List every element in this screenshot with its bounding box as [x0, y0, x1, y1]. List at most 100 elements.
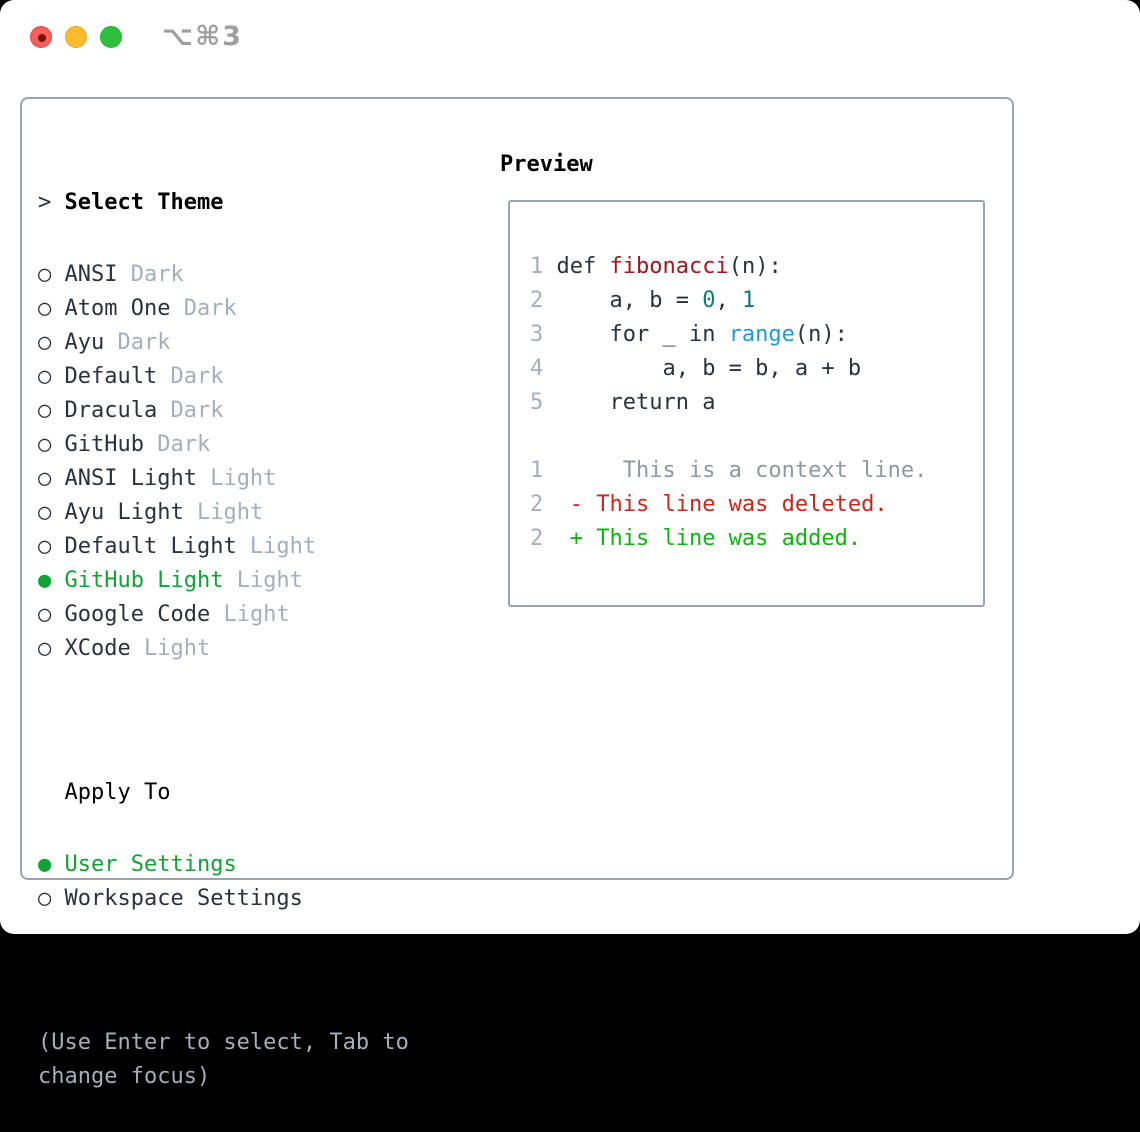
apply-to-option-label: User Settings: [64, 852, 237, 877]
theme-variant-tag: Light: [130, 636, 211, 661]
line-number: 5: [530, 390, 544, 415]
radio-icon: ○: [38, 466, 65, 491]
apply-to-header-label: Apply To: [64, 780, 171, 805]
code-line: 5 return a: [530, 386, 983, 420]
zoom-button-icon[interactable]: [100, 26, 122, 48]
code-token: fibonacci: [609, 254, 729, 279]
select-theme-header: > Select Theme: [38, 186, 409, 220]
radio-icon: ○: [38, 432, 65, 457]
keyboard-hint: (Use Enter to select, Tab to change focu…: [38, 1030, 409, 1089]
theme-list-column: > Select Theme ○ ANSI Dark○ Atom One Dar…: [38, 148, 409, 1132]
theme-variant-tag: Dark: [143, 432, 211, 457]
radio-icon: ○: [38, 262, 65, 287]
line-number: 2: [530, 492, 544, 517]
code-token: for _ in: [543, 322, 729, 347]
code-token: 0: [702, 288, 716, 313]
line-number: 1: [530, 458, 544, 483]
line-number: 1: [530, 254, 544, 279]
theme-variant-tag: Dark: [104, 330, 171, 355]
apply-to-option-label: Workspace Settings: [64, 886, 303, 911]
theme-variant-tag: Dark: [157, 364, 224, 389]
theme-option-github-light[interactable]: ● GitHub Light Light: [38, 564, 409, 598]
theme-option-ansi[interactable]: ○ ANSI Dark: [38, 258, 409, 292]
code-token: - This line was deleted.: [543, 492, 888, 517]
theme-option-ansi-light[interactable]: ○ ANSI Light Light: [38, 462, 409, 496]
app-window: ⌥⌘3 > Select Theme ○ ANSI Dark○ Atom One…: [0, 0, 1140, 1089]
theme-variant-tag: Light: [236, 534, 317, 559]
radio-icon: ○: [38, 364, 65, 389]
code-line: 2 + This line was added.: [530, 522, 983, 556]
radio-icon: ○: [38, 886, 65, 911]
theme-option-atom-one[interactable]: ○ Atom One Dark: [38, 292, 409, 326]
code-token: def: [543, 254, 610, 279]
theme-variant-tag: Light: [210, 602, 290, 627]
theme-option-google-code[interactable]: ○ Google Code Light: [38, 598, 409, 632]
apply-to-list: ● User Settings○ Workspace Settings: [38, 848, 409, 916]
code-token: a, b = b, a + b: [543, 356, 862, 381]
code-line: 2 - This line was deleted.: [530, 488, 983, 522]
line-number: 2: [530, 288, 544, 313]
code-token: ,: [715, 288, 742, 313]
apply-to-option-user-settings[interactable]: ● User Settings: [38, 848, 409, 882]
theme-variant-tag: Dark: [117, 262, 184, 287]
theme-variant-tag: Light: [223, 568, 303, 593]
code-line: 1 def fibonacci(n):: [530, 250, 983, 284]
code-line: 1 This is a context line.: [530, 454, 983, 488]
theme-variant-tag: Dark: [170, 296, 237, 321]
code-token: range: [728, 322, 795, 347]
theme-option-dracula[interactable]: ○ Dracula Dark: [38, 394, 409, 428]
theme-variant-tag: Dark: [157, 398, 224, 423]
code-blank-line: [530, 420, 983, 454]
theme-name: Atom One: [64, 296, 171, 321]
theme-name: Default Light: [64, 534, 237, 559]
theme-list: ○ ANSI Dark○ Atom One Dark○ Ayu Dark○ De…: [38, 258, 409, 666]
theme-option-default[interactable]: ○ Default Dark: [38, 360, 409, 394]
theme-name: GitHub: [64, 432, 144, 457]
code-token: + This line was added.: [543, 526, 862, 551]
theme-option-default-light[interactable]: ○ Default Light Light: [38, 530, 409, 564]
code-line: 3 for _ in range(n):: [530, 318, 983, 352]
line-number: 3: [530, 322, 544, 347]
theme-option-github[interactable]: ○ GitHub Dark: [38, 428, 409, 462]
theme-option-ayu[interactable]: ○ Ayu Dark: [38, 326, 409, 360]
radio-icon: ○: [38, 602, 65, 627]
preview-header: Preview: [500, 152, 593, 177]
close-button-icon[interactable]: [30, 26, 52, 48]
line-number: 2: [530, 526, 544, 551]
theme-variant-tag: Light: [196, 466, 277, 491]
code-token: return a: [543, 390, 716, 415]
theme-name: XCode: [64, 636, 131, 661]
radio-icon: ○: [38, 330, 65, 355]
code-line: 4 a, b = b, a + b: [530, 352, 983, 386]
radio-icon: ○: [38, 534, 65, 559]
theme-name: ANSI: [64, 262, 118, 287]
traffic-lights: [30, 26, 122, 48]
theme-variant-tag: Light: [183, 500, 264, 525]
theme-name: GitHub Light: [64, 568, 224, 593]
spacer: [38, 704, 409, 738]
code-line: 2 a, b = 0, 1: [530, 284, 983, 318]
focus-arrow-icon: >: [38, 190, 52, 215]
selected-radio-icon: ●: [38, 852, 65, 877]
theme-name: Ayu Light: [64, 500, 184, 525]
window-title: ⌥⌘3: [162, 21, 243, 52]
minimize-button-icon[interactable]: [65, 26, 87, 48]
code-token: a, b =: [543, 288, 703, 313]
apply-to-option-workspace-settings[interactable]: ○ Workspace Settings: [38, 882, 409, 916]
theme-name: Google Code: [64, 602, 211, 627]
radio-icon: ○: [38, 398, 65, 423]
code-token: (n):: [728, 254, 782, 279]
theme-option-xcode[interactable]: ○ XCode Light: [38, 632, 409, 666]
theme-option-ayu-light[interactable]: ○ Ayu Light Light: [38, 496, 409, 530]
apply-to-header: Apply To: [38, 776, 409, 810]
radio-icon: ○: [38, 500, 65, 525]
line-number: 4: [530, 356, 544, 381]
code-token: 1: [741, 288, 756, 313]
radio-icon: ○: [38, 636, 65, 661]
spacer: [38, 954, 409, 988]
select-theme-header-label: Select Theme: [64, 190, 224, 215]
theme-name: Ayu: [64, 330, 105, 355]
preview-column: Preview 1 def fibonacci(n):2 a, b = 0, 1…: [500, 148, 985, 607]
code-token: (n):: [794, 322, 848, 347]
